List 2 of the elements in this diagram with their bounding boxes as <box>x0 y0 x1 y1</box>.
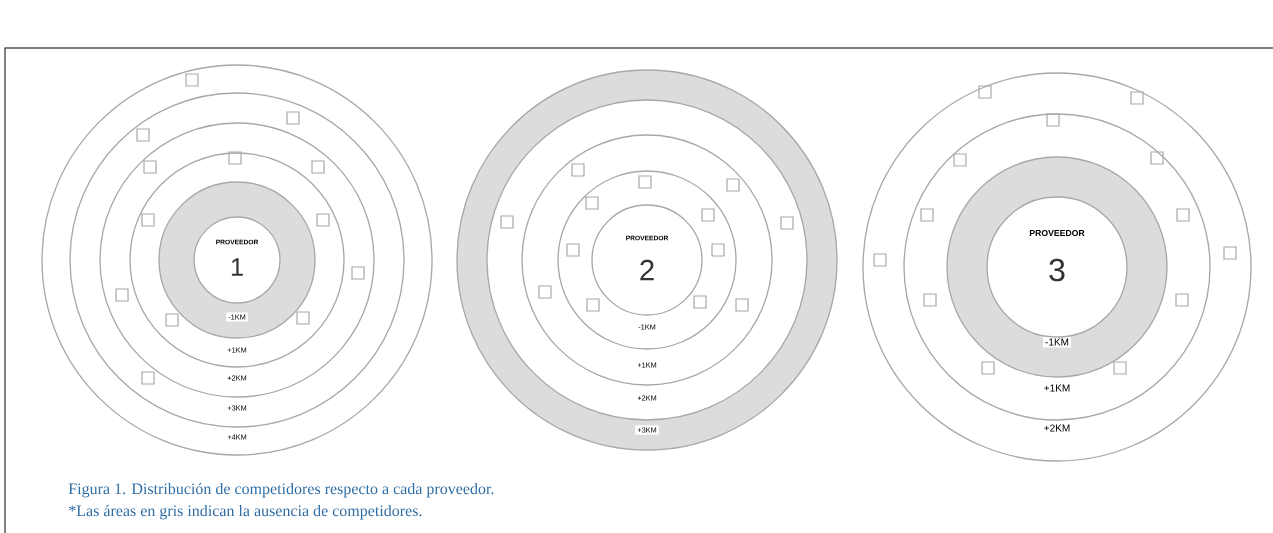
caption: Figura 1. Distribución de competidores respecto a cada proveedor. <box>68 482 494 498</box>
note: *Las áreas en gris indican la ausencia de competidores. <box>69 504 422 520</box>
